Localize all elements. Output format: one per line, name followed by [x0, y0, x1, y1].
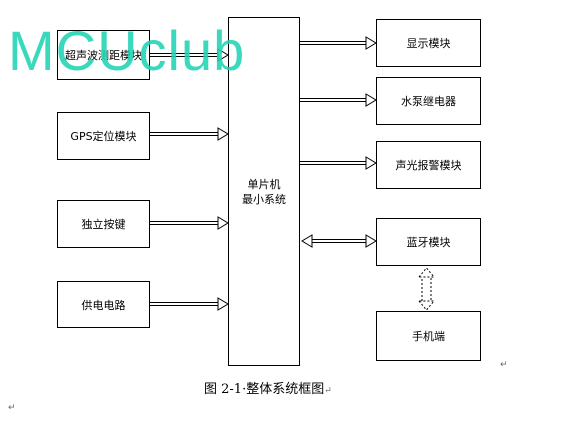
- arrow-mcu-to-display: [300, 36, 377, 50]
- keys-module-box: 独立按键: [57, 200, 150, 248]
- bluetooth-module-label: 蓝牙模块: [406, 236, 451, 249]
- mcu-label-line2: 最小系统: [242, 192, 286, 206]
- gps-module-label: GPS定位模块: [70, 130, 137, 143]
- gps-module-box: GPS定位模块: [57, 112, 150, 160]
- power-module-box: 供电电路: [57, 281, 150, 328]
- paragraph-mark-right: ↵: [500, 360, 508, 370]
- arrow-ultrasonic-to-mcu: [150, 48, 229, 62]
- keys-module-label: 独立按键: [81, 218, 126, 231]
- display-module-box: 显示模块: [376, 19, 481, 67]
- power-module-label: 供电电路: [81, 298, 126, 312]
- display-module-label: 显示模块: [406, 37, 451, 50]
- caption-paragraph-mark: ↵: [324, 386, 332, 396]
- paragraph-mark-left: ↵: [8, 403, 16, 413]
- arrow-bluetooth-phone-dashed: [417, 267, 436, 311]
- arrow-keys-to-mcu: [150, 216, 229, 230]
- ultrasonic-module-label: 超声波测距模块: [65, 49, 142, 62]
- arrow-mcu-bluetooth-bidirectional: [301, 234, 377, 248]
- figure-caption: 图 2-1·整体系统框图↵: [204, 378, 332, 397]
- phone-label: 手机端: [412, 330, 445, 343]
- pump-relay-label: 水泵继电器: [401, 95, 456, 108]
- figure-caption-text: 图 2-1·整体系统框图: [204, 382, 325, 397]
- arrow-mcu-to-pump: [300, 93, 377, 107]
- arrow-gps-to-mcu: [150, 127, 229, 141]
- pump-relay-box: 水泵继电器: [376, 77, 481, 125]
- mcu-box: 单片机 最小系统: [228, 17, 300, 366]
- arrow-mcu-to-alarm: [300, 156, 377, 170]
- ultrasonic-module-box: 超声波测距模块: [57, 30, 150, 80]
- mcu-label-line1: 单片机: [247, 177, 281, 191]
- phone-box: 手机端: [376, 311, 481, 361]
- alarm-module-box: 声光报警模块: [376, 141, 481, 189]
- arrow-power-to-mcu: [150, 297, 229, 311]
- alarm-module-label: 声光报警模块: [395, 159, 462, 172]
- bluetooth-module-box: 蓝牙模块: [376, 218, 481, 266]
